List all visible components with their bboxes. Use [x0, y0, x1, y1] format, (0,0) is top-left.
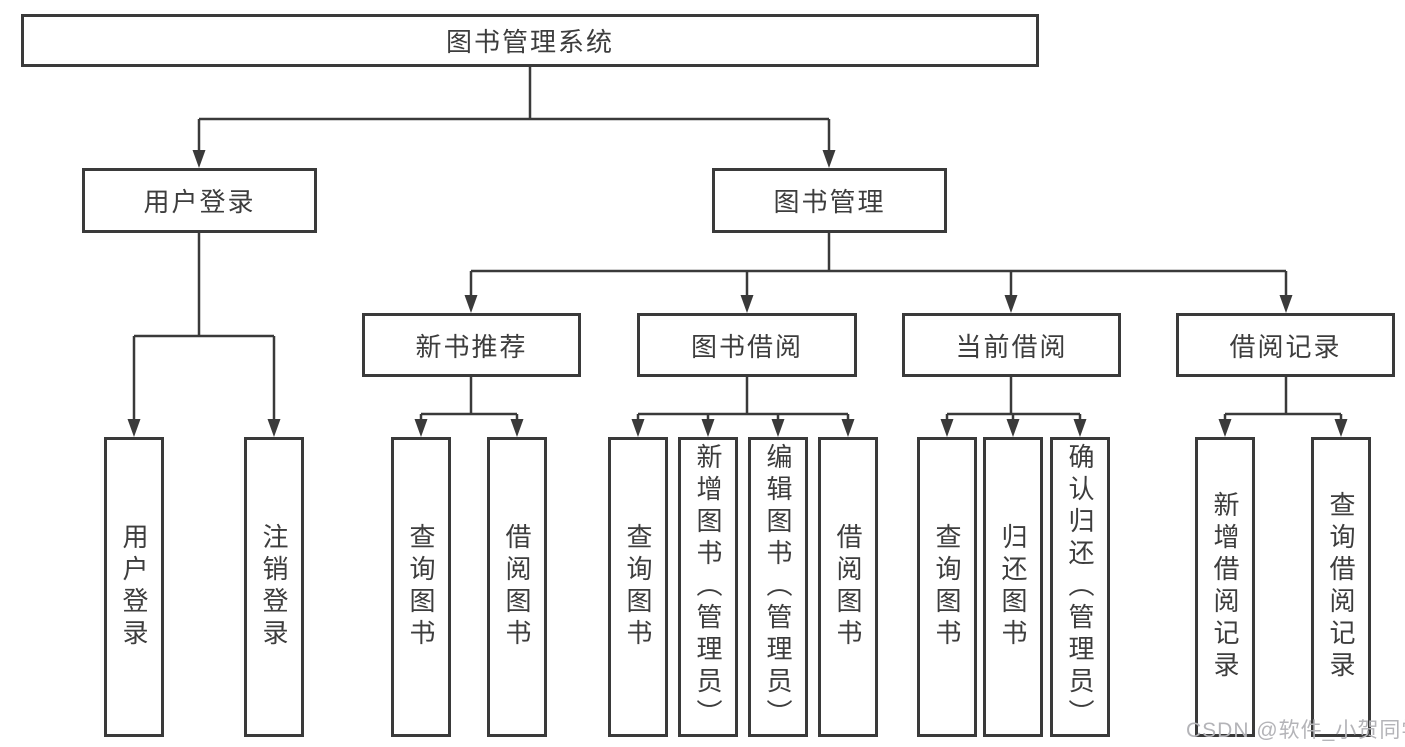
leaf-logout: 注销登录	[244, 437, 304, 737]
leaf-label: 借阅图书	[833, 523, 863, 651]
node-label: 图书借阅	[690, 331, 803, 362]
node-label: 借阅记录	[1229, 331, 1342, 362]
leaf-records-query-borrow-record: 查询借阅记录	[1311, 437, 1371, 737]
leaf-borrowing-edit-books-admin: 编辑图书（管理员）	[748, 437, 808, 737]
node-borrowing-records: 借阅记录	[1176, 313, 1395, 377]
node-new-book-recommendation: 新书推荐	[362, 313, 581, 377]
node-user-login: 用户登录	[82, 168, 317, 233]
leaf-label: 查询图书	[406, 523, 436, 651]
leaf-label: 归还图书	[998, 523, 1028, 651]
leaf-label: 查询图书	[623, 523, 653, 651]
leaf-user-login: 用户登录	[104, 437, 164, 737]
leaf-label: 新增图书（管理员）	[693, 443, 723, 731]
node-label: 新书推荐	[415, 331, 528, 362]
leaf-label: 查询图书	[932, 523, 962, 651]
node-current-borrowing: 当前借阅	[902, 313, 1121, 377]
node-book-management: 图书管理	[712, 168, 947, 233]
leaf-newbooks-query-books: 查询图书	[391, 437, 451, 737]
leaf-borrowing-add-books-admin: 新增图书（管理员）	[678, 437, 738, 737]
leaf-current-confirm-return-admin: 确认归还（管理员）	[1050, 437, 1110, 737]
node-label: 当前借阅	[955, 331, 1068, 362]
leaf-borrowing-query-books: 查询图书	[608, 437, 668, 737]
leaf-label: 借阅图书	[502, 523, 532, 651]
csdn-watermark: CSDN @软件_小贺同学	[1186, 719, 1405, 742]
leaf-current-query-books: 查询图书	[917, 437, 977, 737]
node-label: 图书管理系统	[445, 27, 614, 57]
leaf-newbooks-borrow-books: 借阅图书	[487, 437, 547, 737]
leaf-label: 注销登录	[259, 523, 289, 651]
leaf-label: 编辑图书（管理员）	[763, 443, 793, 731]
node-library-management-system: 图书管理系统	[21, 14, 1039, 67]
leaf-records-add-borrow-record: 新增借阅记录	[1195, 437, 1255, 737]
leaf-label: 用户登录	[119, 523, 149, 651]
node-label: 图书管理	[773, 187, 886, 217]
leaf-label: 新增借阅记录	[1210, 491, 1240, 683]
node-label: 用户登录	[143, 187, 256, 217]
leaf-borrowing-borrow-books: 借阅图书	[818, 437, 878, 737]
leaf-label: 查询借阅记录	[1326, 491, 1356, 683]
node-book-borrowing: 图书借阅	[637, 313, 857, 377]
leaf-label: 确认归还（管理员）	[1065, 443, 1095, 731]
leaf-current-return-books: 归还图书	[983, 437, 1043, 737]
